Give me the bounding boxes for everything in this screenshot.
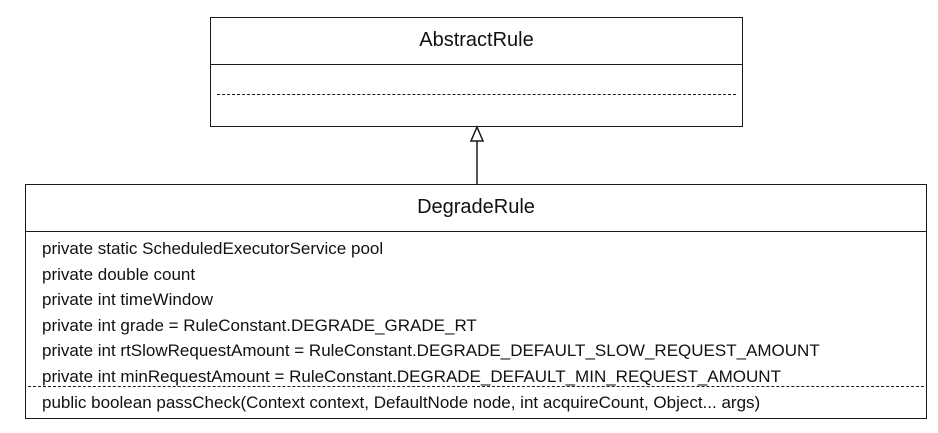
abstract-rule-class: AbstractRule: [210, 17, 743, 127]
inheritance-arrow: [469, 125, 485, 184]
degrade-rule-divider: [28, 386, 924, 387]
degrade-rule-fields: private static ScheduledExecutorService …: [42, 236, 916, 389]
field-item: private int rtSlowRequestAmount = RuleCo…: [42, 341, 820, 360]
abstract-rule-divider: [217, 94, 736, 95]
field-item: private int grade = RuleConstant.DEGRADE…: [42, 315, 477, 335]
field-item: private int timeWindow: [42, 290, 214, 309]
field-item: private double count: [42, 264, 196, 284]
degrade-rule-class: DegradeRule private static ScheduledExec…: [25, 184, 927, 419]
inheritance-arrowhead: [469, 125, 485, 142]
degrade-rule-class-name: DegradeRule: [26, 185, 926, 232]
method-item: public boolean passCheck(Context context…: [42, 393, 761, 412]
field-item: private int minRequestAmount = RuleConst…: [42, 366, 781, 386]
field-item: private static ScheduledExecutorService …: [42, 239, 384, 258]
degrade-rule-methods: public boolean passCheck(Context context…: [42, 390, 916, 415]
abstract-rule-class-name: AbstractRule: [211, 18, 742, 65]
